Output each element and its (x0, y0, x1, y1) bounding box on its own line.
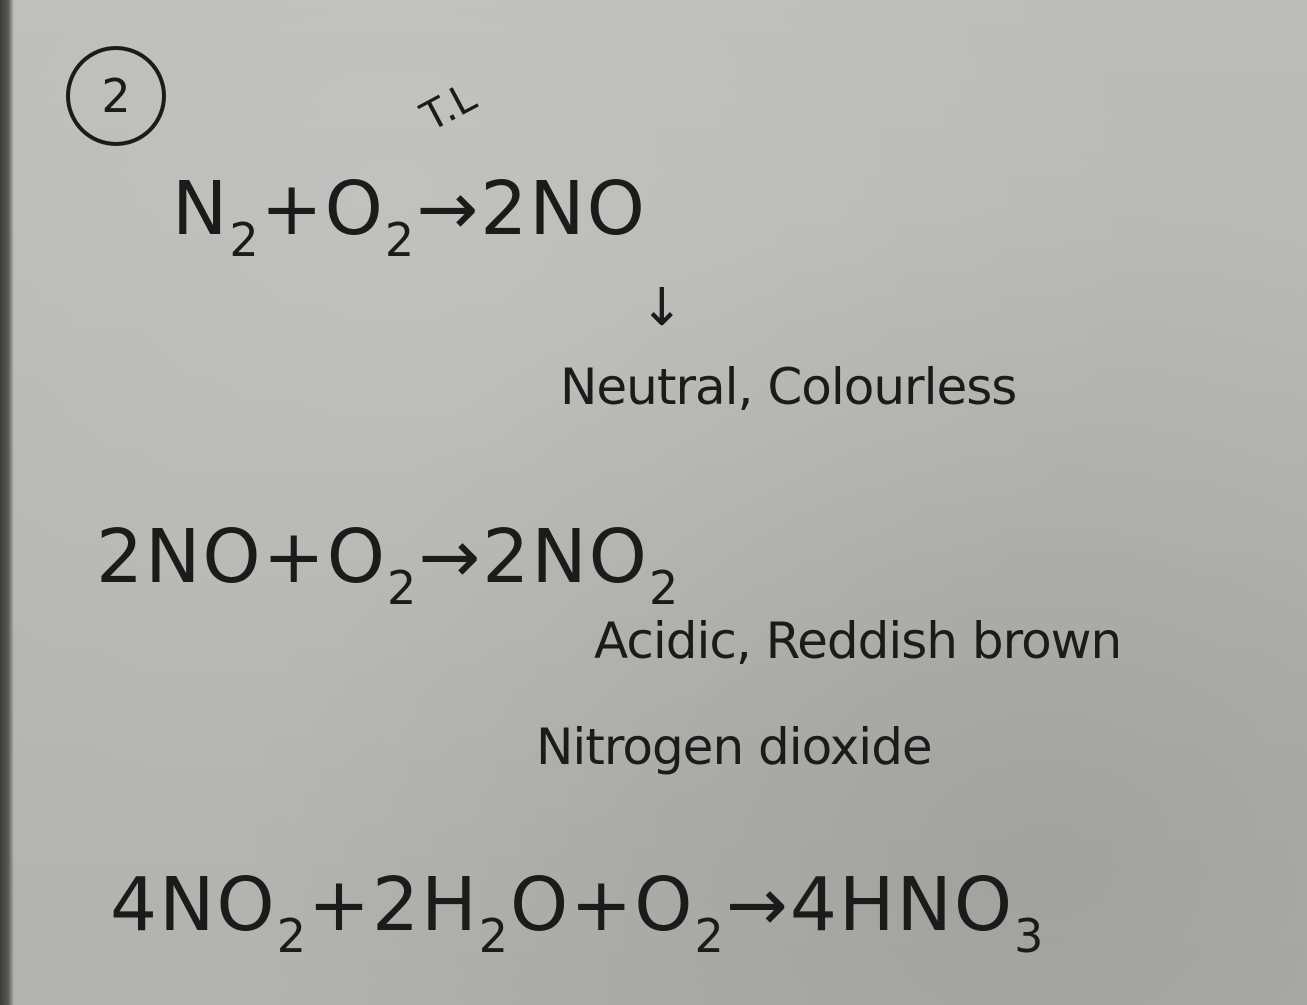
reaction2-product: 2NO (482, 514, 649, 600)
reaction1-reactant2: O (324, 166, 385, 252)
reaction2-product-subscript: 2 (648, 561, 681, 615)
reaction3-plus2: + (570, 862, 635, 948)
reaction1-arrow: → (416, 166, 481, 252)
reaction3-product-subscript: 3 (1014, 909, 1046, 963)
reaction2-annotation-properties: Acidic, Reddish brown (594, 612, 1122, 670)
reaction2-arrow: → (418, 514, 483, 600)
reaction3-plus1: + (307, 862, 372, 948)
reaction3-reactant2-rest: O (510, 862, 571, 948)
reaction3-reactant2-subscript: 2 (478, 909, 510, 963)
reaction3-reactant3-subscript: 2 (694, 909, 726, 963)
reaction1-reactant2-subscript: 2 (384, 213, 417, 267)
item-number: 2 (101, 69, 131, 123)
reaction1-equation: N2+O2→2NO (172, 172, 647, 263)
reaction3-reactant2-coefficient: 2H (371, 862, 479, 948)
reaction2-reactant2: O (326, 514, 387, 600)
reaction2-equation: 2NO+O2→2NO2 (96, 520, 680, 611)
reaction1-condition: T.L (413, 74, 484, 141)
reaction1-reactant1-subscript: 2 (229, 213, 261, 267)
reaction1-reactant1: N (172, 166, 230, 252)
page-edge-shadow (0, 0, 14, 1005)
reaction2-reactant2-subscript: 2 (386, 561, 419, 615)
reaction3-reactant3: O (634, 862, 695, 948)
reaction2-annotation-name: Nitrogen dioxide (536, 718, 933, 776)
reaction3-arrow: → (725, 862, 790, 948)
reaction3-reactant1-subscript: 2 (276, 909, 308, 963)
reaction1-product: 2NO (480, 166, 647, 252)
reaction2-plus: + (262, 514, 327, 600)
reaction3-product: 4HNO (789, 862, 1015, 948)
reaction1-plus: + (260, 166, 325, 252)
item-number-circle: 2 (66, 46, 166, 146)
reaction1-annotation: Neutral, Colourless (560, 358, 1017, 416)
reaction3-reactant1: 4NO (110, 862, 277, 948)
reaction2-reactant1: 2NO (96, 514, 263, 600)
reaction1-down-arrow: ↓ (640, 278, 686, 338)
reaction3-equation: 4NO2+2H2O+O2→4HNO3 (110, 868, 1045, 959)
